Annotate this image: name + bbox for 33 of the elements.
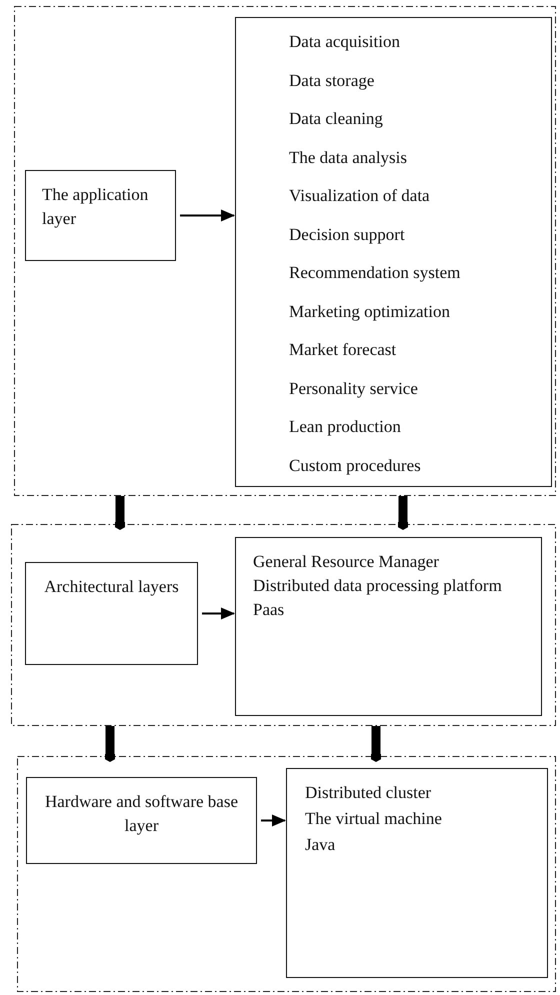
layer-box: [25, 562, 198, 665]
component-item: Data acquisition: [289, 31, 401, 53]
layer-group-frame: [11, 524, 556, 726]
layer-name: The application layer: [42, 184, 150, 230]
component-item: Data storage: [289, 70, 376, 92]
component-item: Java: [305, 834, 336, 856]
layer-group-frame: [17, 756, 556, 992]
component-list-box: [286, 768, 548, 978]
arrow: [261, 814, 286, 826]
layer-name: Architectural layers: [43, 576, 180, 598]
component-item: Personality service: [289, 378, 419, 400]
arrow: [202, 608, 235, 620]
component-item: The data analysis: [289, 146, 408, 169]
component-item: Marketing optimization: [289, 300, 451, 323]
component-item: Custom procedures: [289, 454, 422, 477]
component-list-box: [235, 537, 542, 716]
component-item: Data cleaning: [289, 108, 384, 130]
component-item: Market forecast: [289, 339, 398, 361]
component-item: Distributed cluster: [305, 782, 432, 804]
layer-group-frame: [14, 6, 556, 496]
component-item: The virtual machine: [305, 808, 443, 830]
layer-box: [25, 170, 176, 261]
component-item: Recommendation system: [289, 262, 462, 284]
component-item: Lean production: [289, 416, 402, 438]
component-item: General Resource Manager: [253, 551, 440, 573]
component-item: Distributed data processing platform: [253, 575, 503, 597]
component-item: Visualization of data: [289, 185, 431, 207]
layer-name: Hardware and software base layer: [44, 791, 240, 837]
arrow: [180, 210, 235, 222]
layer-box: [26, 777, 257, 864]
component-item: Decision support: [289, 224, 406, 246]
component-item: Paas: [253, 599, 286, 621]
component-list-box: [235, 17, 552, 487]
